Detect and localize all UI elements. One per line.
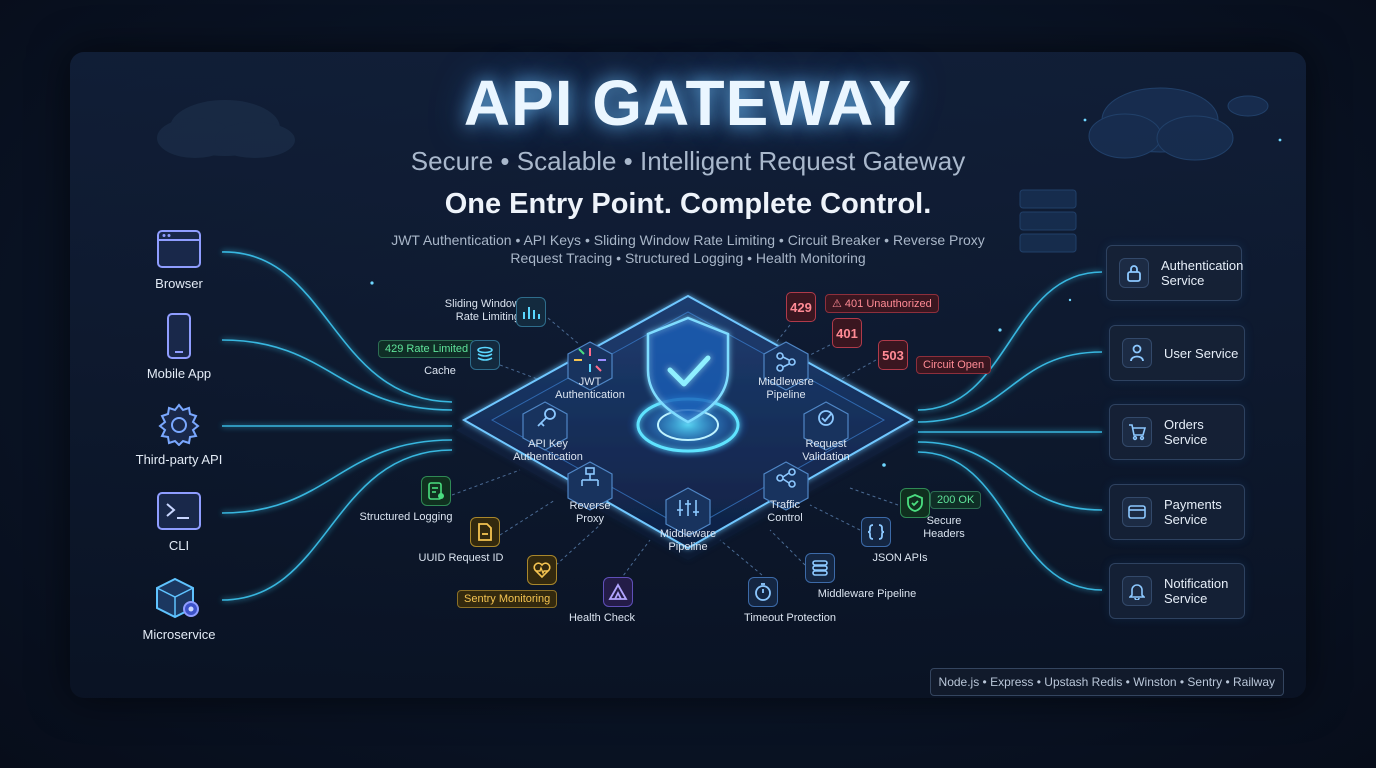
lock-icon — [1119, 258, 1149, 288]
module-api-key-authentication: API Key Authentication — [513, 438, 583, 463]
page-title: API GATEWAY — [463, 67, 913, 139]
timeout-protection-label: Timeout Protection — [744, 612, 836, 624]
sliding-window-label: Sliding Window Rate Limiting — [444, 298, 520, 323]
log-document-icon — [421, 476, 451, 506]
shield-check-icon — [646, 316, 730, 424]
module-jwt-authentication: JWT Authentication — [555, 376, 625, 401]
bell-icon — [1122, 576, 1152, 606]
page-tagline: One Entry Point. Complete Control. — [444, 188, 932, 220]
terminal-icon — [157, 492, 201, 530]
pipeline-module-icon — [776, 352, 796, 372]
service-notification[interactable]: Notification Service — [1109, 563, 1245, 619]
status-code-429: 429 — [786, 292, 816, 322]
ok-status-badge: 200 OK — [930, 491, 982, 509]
cache-stack-icon — [470, 340, 500, 370]
module-middleware-pipeline-top: Middlewsre Pipeline — [758, 376, 814, 401]
service-label: Payments Service — [1164, 497, 1222, 527]
module-traffic-control: Traffic Control — [767, 499, 803, 524]
browser-window-icon — [157, 230, 201, 268]
secure-shield-icon — [900, 488, 930, 518]
client-label: Mobile App — [146, 366, 212, 381]
page-subtitle: Secure • Scalable • Intelligent Request … — [410, 146, 966, 176]
unauthorized-badge: ⚠ 401 Unauthorized — [825, 294, 939, 313]
cart-icon — [1122, 417, 1152, 447]
cloud-server-decoration — [1019, 87, 1269, 253]
circuit-open-badge: Circuit Open — [916, 356, 992, 374]
features-line-1: JWT Authentication • API Keys • Sliding … — [391, 232, 985, 248]
proxy-tree-icon — [581, 467, 599, 486]
pipeline-layers-icon — [805, 553, 835, 583]
service-authentication[interactable]: Authentication Service — [1106, 245, 1244, 301]
client-label: Third-party API — [135, 452, 223, 467]
client-label: Microservice — [142, 627, 216, 642]
service-label: Notification Service — [1164, 576, 1229, 606]
timer-icon — [748, 577, 778, 607]
share-nodes-icon — [776, 468, 796, 488]
request-id-document-icon — [470, 517, 500, 547]
service-user[interactable]: User Service — [1109, 325, 1245, 381]
service-label: User Service — [1164, 345, 1239, 361]
user-icon — [1122, 338, 1152, 368]
middleware-pipeline-label: Middleware Pipeline — [817, 588, 917, 600]
unauthorized-badge-text: 401 Unauthorized — [844, 298, 932, 310]
rate-limited-badge: 429 Rate Limited — [378, 340, 476, 358]
uuid-request-id-label: UUID Request ID — [418, 552, 504, 564]
service-orders[interactable]: Orders Service — [1109, 404, 1245, 460]
heartbeat-icon — [527, 555, 557, 585]
sentry-monitoring-badge: Sentry Monitoring — [457, 590, 558, 608]
module-request-validation: Request Validation — [802, 438, 850, 463]
module-middleware-pipeline-bottom: Middleware Pipeline — [659, 528, 717, 553]
status-code-503: 503 — [878, 340, 908, 370]
service-label: Orders Service — [1164, 417, 1208, 447]
features-line-2: Request Tracing • Structured Logging • H… — [510, 250, 866, 266]
client-label: CLI — [168, 538, 190, 553]
mobile-phone-icon — [167, 313, 191, 359]
validation-check-icon — [818, 410, 834, 426]
cache-label: Cache — [424, 365, 456, 377]
client-cli[interactable]: CLI — [119, 490, 239, 553]
client-microservice[interactable]: Microservice — [119, 575, 239, 642]
health-check-label: Health Check — [568, 612, 636, 624]
sparkle-dots — [370, 118, 1282, 467]
service-label: Authentication Service — [1161, 258, 1244, 288]
key-icon — [537, 408, 556, 427]
json-apis-label: JSON APIs — [872, 552, 928, 564]
secure-headers-label: Secure Headers — [923, 515, 965, 540]
client-mobile-app[interactable]: Mobile App — [119, 312, 239, 381]
sliders-icon — [677, 500, 699, 516]
client-browser[interactable]: Browser — [119, 228, 239, 291]
service-payments[interactable]: Payments Service — [1109, 484, 1245, 540]
structured-logging-label: Structured Logging — [359, 511, 453, 523]
service-connections — [917, 271, 1103, 591]
module-reverse-proxy: Reverse Proxy — [569, 500, 611, 525]
client-third-party-api[interactable]: Third-party API — [119, 402, 239, 467]
client-label: Browser — [155, 276, 203, 291]
jwt-module-icon — [574, 348, 606, 372]
tech-stack-footer: Node.js • Express • Upstash Redis • Wins… — [929, 668, 1284, 696]
status-code-401: 401 — [832, 318, 862, 348]
health-check-icon — [603, 577, 633, 607]
client-connections — [221, 251, 453, 601]
bar-chart-icon — [516, 297, 546, 327]
credit-card-icon — [1122, 497, 1152, 527]
gear-icon — [158, 403, 200, 446]
cloud-left-decoration — [157, 100, 295, 158]
json-braces-icon — [861, 517, 891, 547]
cube-gear-icon — [156, 577, 199, 619]
